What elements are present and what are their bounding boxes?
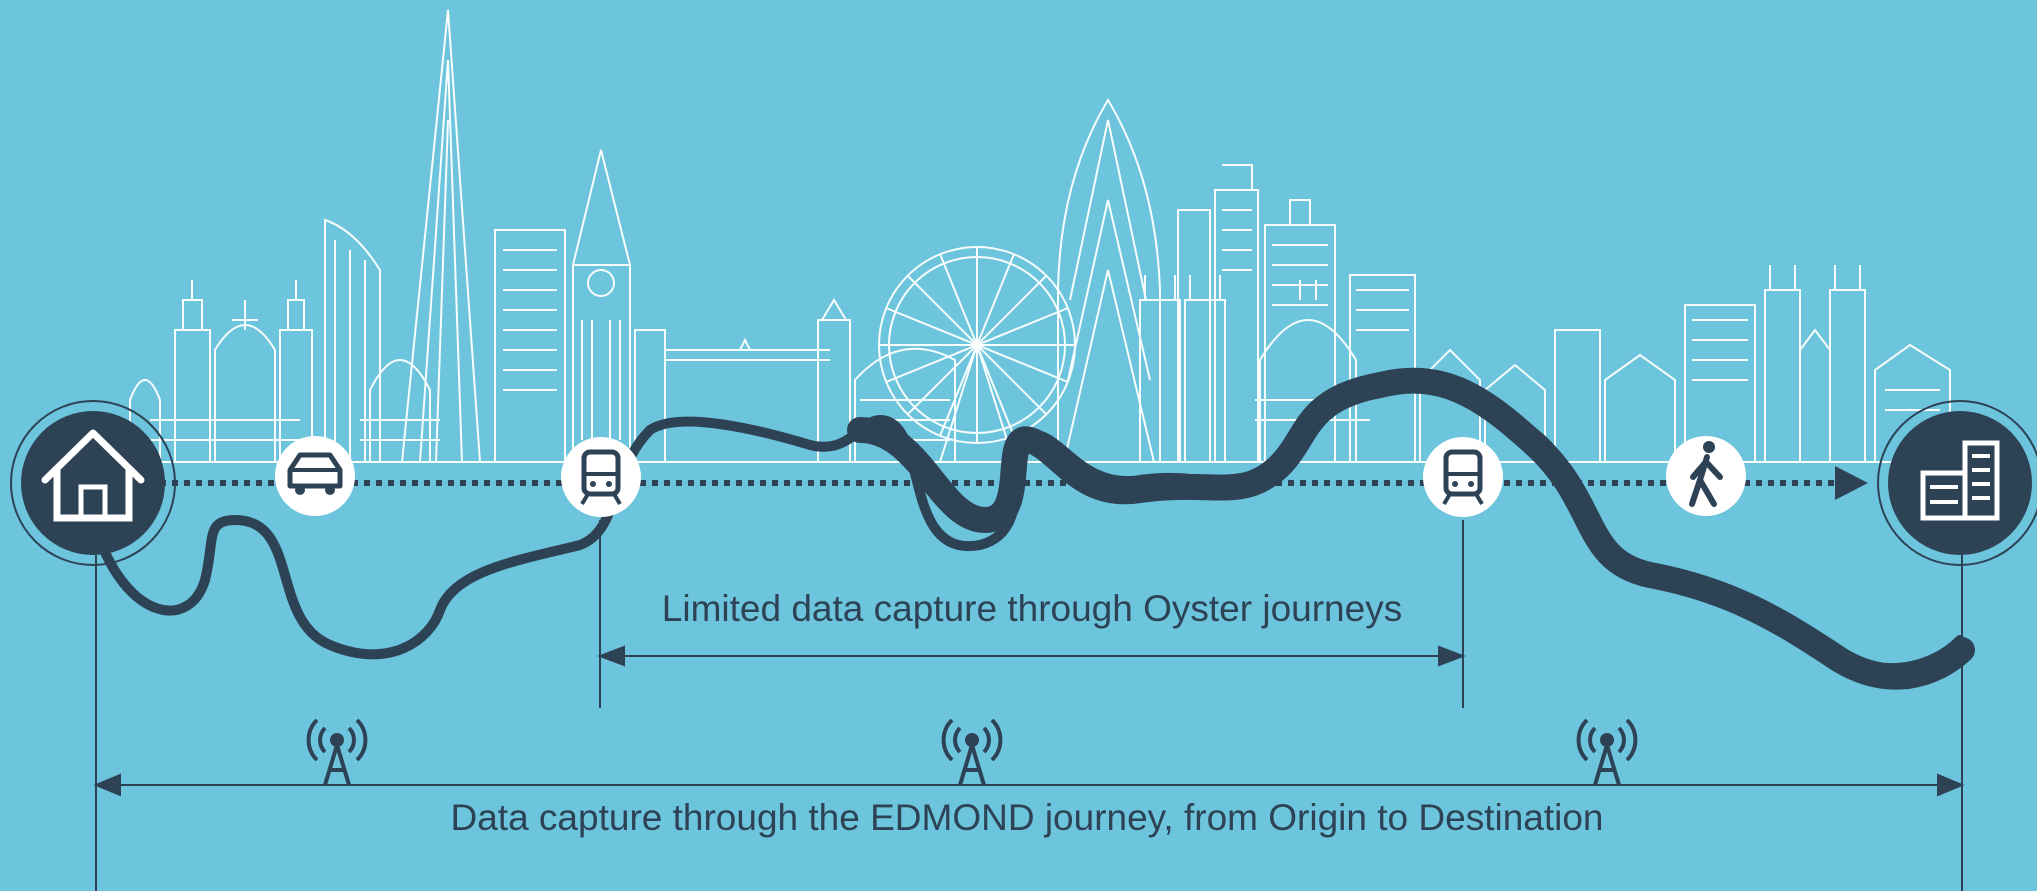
river-thames-wide (847, 367, 1975, 690)
cell-tower-icon (1576, 718, 1638, 786)
home-icon (10, 400, 176, 566)
train-icon (1423, 437, 1503, 517)
cell-tower-icon (941, 718, 1003, 786)
office-building-icon (1877, 400, 2037, 566)
car-icon (275, 436, 355, 516)
edmond-bracket (93, 555, 1965, 891)
edmond-journey-label: Data capture through the EDMOND journey,… (450, 797, 1604, 838)
walking-person-icon (1666, 436, 1746, 516)
train-icon (561, 437, 641, 517)
oyster-bracket (597, 520, 1466, 708)
oyster-journey-label: Limited data capture through Oyster jour… (661, 588, 1403, 629)
journey-arrowhead (1835, 466, 1868, 500)
cell-tower-icon (306, 718, 368, 786)
london-skyline (120, 9, 1960, 463)
